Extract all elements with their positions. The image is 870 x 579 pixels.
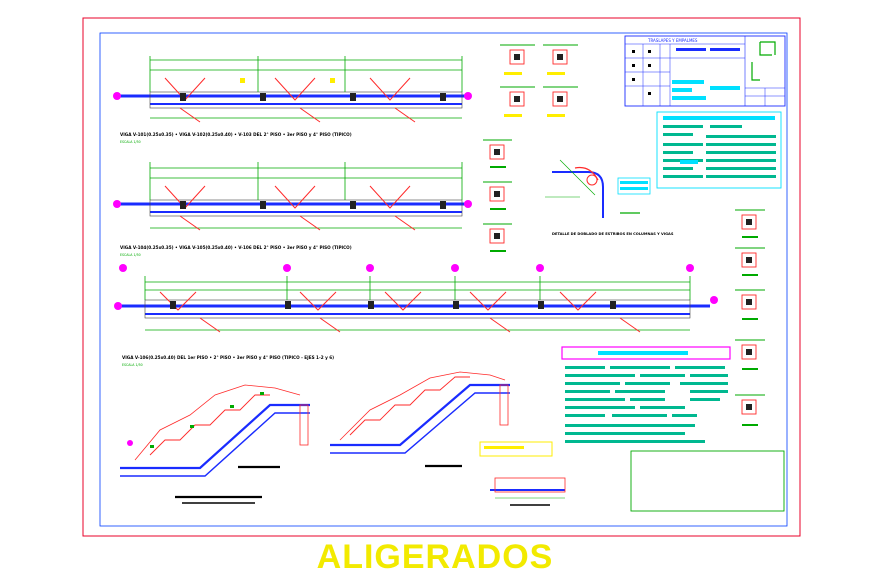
drawing-caption: ALIGERADOS [316,538,554,576]
beam-2-label: VIGA V-104(0.25x0.35) • VIGA V-105(0.25x… [120,245,352,250]
stair-section-1 [120,384,310,504]
beam-1-scale: ESCALA 1/50 [120,140,141,144]
beam-2-scale: ESCALA 1/50 [120,253,141,257]
stair-section-2 [330,371,510,468]
specifications-notes [656,111,782,189]
beam-elevation-1: VIGA V-101(0.25x0.35) • VIGA V-102(0.25x… [113,56,472,144]
detail-caption: DETALLE DE DOBLADO DE ESTRIBOS EN COLUMN… [552,232,674,236]
general-notes [561,346,731,443]
splice-table: TRASLAPES Y EMPALMES [624,35,786,107]
beam-3-label: VIGA V-106(0.25x0.40) DEL 1er PISO • 2° … [122,355,334,360]
beam-elevation-3: VIGA V-106(0.25x0.40) DEL 1er PISO • 2° … [114,264,718,367]
column-sections [483,44,765,426]
beam-3-scale: ESCALA 1/50 [122,363,143,367]
small-elevation [479,441,566,506]
inner-border [99,32,788,527]
title-block [630,450,785,512]
beam-1-label: VIGA V-101(0.25x0.35) • VIGA V-102(0.25x… [120,132,352,137]
beam-elevation-2: VIGA V-104(0.25x0.35) • VIGA V-105(0.25x… [113,162,472,257]
outer-frame [82,17,801,537]
table-title: TRASLAPES Y EMPALMES [647,38,698,43]
stirrup-bend-detail: DETALLE DE DOBLADO DE ESTRIBOS EN COLUMN… [545,159,674,236]
